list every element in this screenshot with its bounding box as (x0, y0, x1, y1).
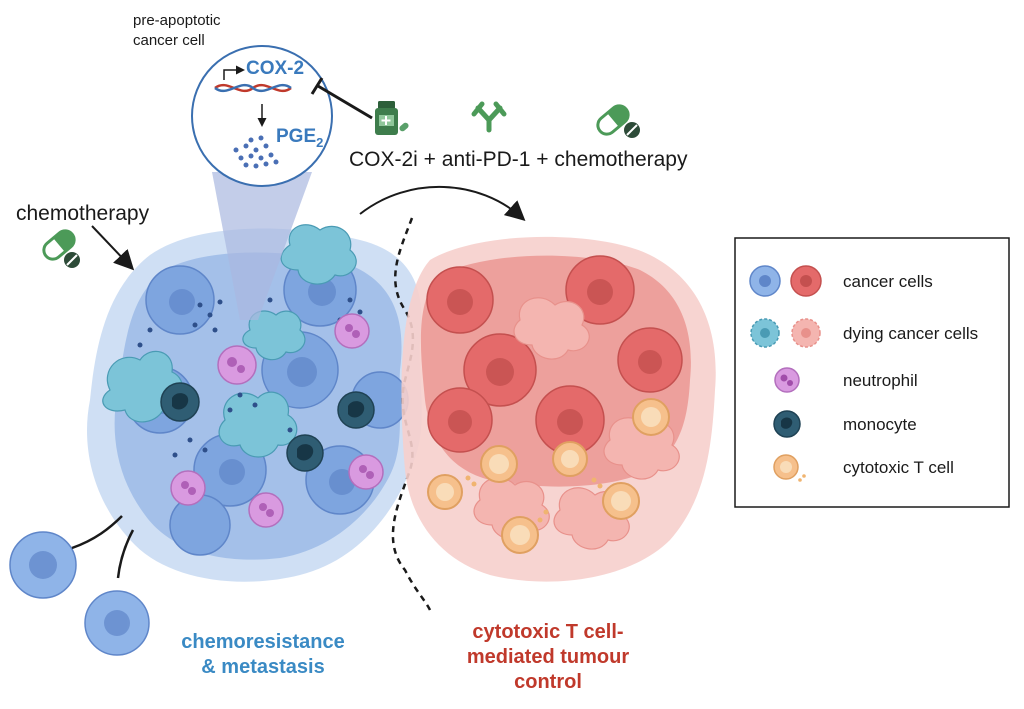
product-label: PGE2 (276, 126, 323, 150)
right-outcome-line1: cytotoxic T cell- (472, 621, 623, 643)
treatment-label: COX-2i + anti-PD-1 + chemotherapy (349, 148, 688, 171)
left-outcome-line1: chemoresistance (181, 631, 344, 653)
product-subscript: 2 (316, 135, 323, 150)
legend-label-neutrophil: neutrophil (843, 371, 918, 390)
legend-swatch-t-cell (773, 454, 806, 482)
chemo-capsule-icon (42, 229, 80, 268)
treatment-arrow (359, 186, 526, 222)
inhibition-line (317, 84, 373, 120)
legend-label-t-cell: cytotoxic T cell (843, 458, 954, 477)
capsule-pill-icon (596, 104, 640, 138)
legend-swatch-cancer-cells (749, 265, 822, 297)
zoom-caption-line2: cancer cell (133, 32, 205, 49)
right-tumour (401, 236, 716, 582)
chemotherapy-label: chemotherapy (16, 202, 150, 225)
legend-label-dying-cancer-cells: dying cancer cells (843, 324, 978, 343)
legend-label-monocyte: monocyte (843, 415, 917, 434)
legend-label-cancer-cells: cancer cells (843, 272, 933, 291)
legend: cancer cells dying cancer cells neutroph… (734, 237, 1010, 508)
legend-swatch-dying-cancer-cells (750, 318, 821, 348)
gene-label: COX-2 (246, 58, 304, 79)
legend-swatch-monocyte (773, 410, 801, 438)
zoom-caption-line1: pre-apoptotic (133, 12, 221, 29)
zoom-cone (212, 172, 312, 320)
zoom-inset: pre-apoptotic cancer cell COX-2 PGE2 (133, 12, 333, 187)
right-outcome-line3: control (514, 671, 582, 693)
left-tumour (9, 224, 422, 656)
pill-bottle-icon (375, 101, 409, 135)
antibody-icon (471, 101, 507, 133)
chemo-arrow (91, 225, 135, 271)
legend-swatch-neutrophil (774, 367, 800, 393)
left-outcome-line2: & metastasis (201, 656, 324, 678)
inhibition-bar (310, 77, 324, 95)
right-outcome-line2: mediated tumour (467, 646, 629, 668)
